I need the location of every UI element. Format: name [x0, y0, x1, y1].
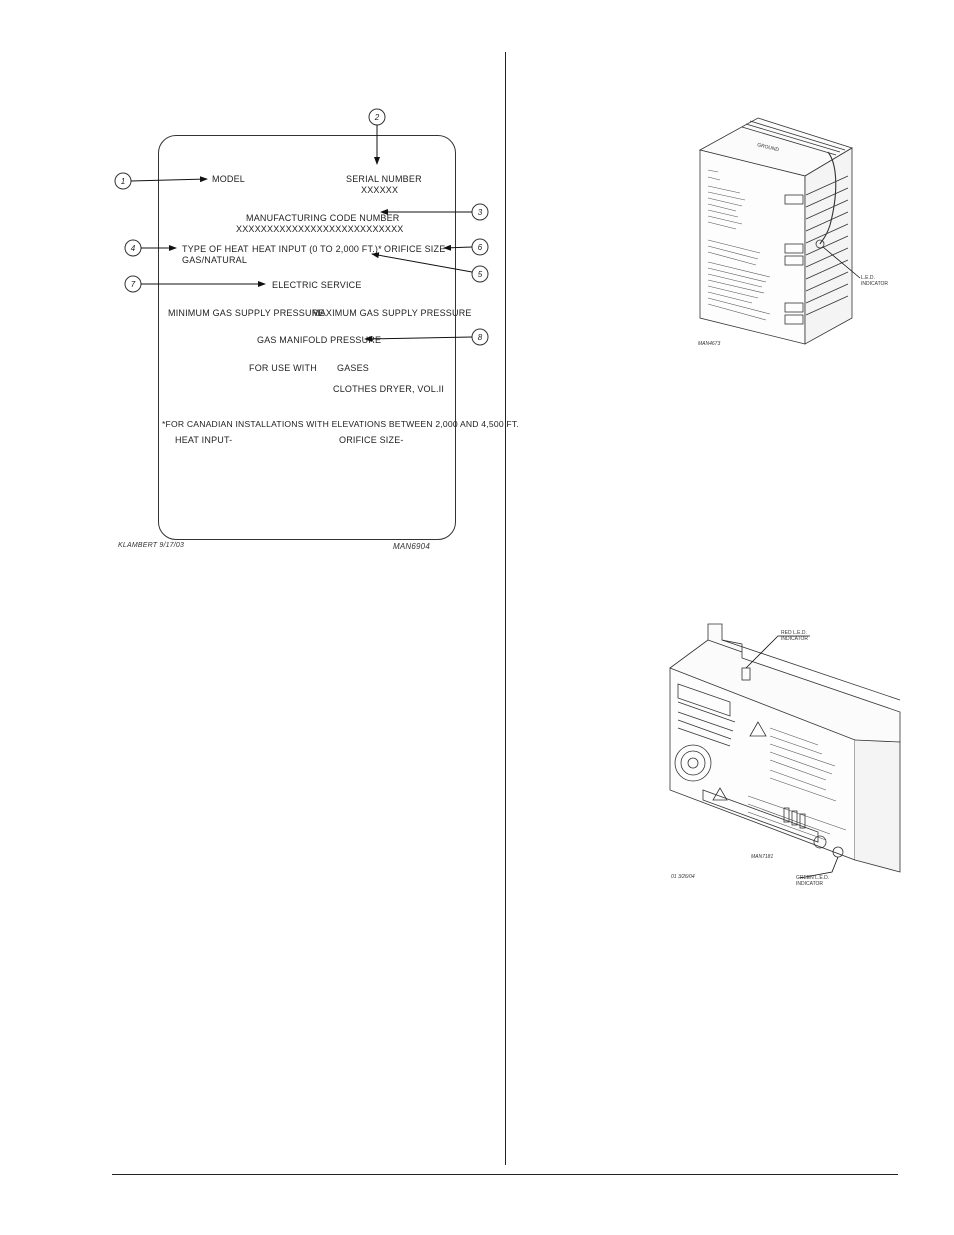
gases-label: GASES [337, 363, 370, 373]
callout-3: 3 [380, 203, 489, 221]
led-label-line1: L.E.D. [861, 275, 875, 281]
heat-type-value: GAS/NATURAL [182, 255, 248, 265]
callout-5-number: 5 [478, 270, 483, 279]
callout-4: 4 [124, 239, 177, 257]
callout-8-number: 8 [478, 333, 483, 342]
callout-6-number: 6 [478, 243, 483, 252]
callout-7-number: 7 [131, 280, 136, 289]
nameplate-drawing-id: MAN6904 [393, 542, 430, 551]
footer-rule [112, 1174, 898, 1175]
orifice-size-label: ORIFICE SIZE [384, 244, 446, 254]
callout-5: 5 [371, 252, 489, 283]
manifold-pressure-label: GAS MANIFOLD PRESSURE [257, 335, 382, 345]
dryer-label: CLOTHES DRYER, VOL.II [333, 384, 445, 394]
mfg-code-label: MANUFACTURING CODE NUMBER [246, 213, 400, 223]
heat-input-canada-label: HEAT INPUT- [175, 435, 233, 445]
orifice-size-canada-label: ORIFICE SIZE- [339, 435, 404, 445]
serial-number-label: SERIAL NUMBER [346, 174, 422, 184]
callout-7: 7 [124, 275, 266, 293]
serial-number-value: XXXXXX [361, 185, 399, 195]
top-figure-drawing-id: MAN4673 [698, 341, 720, 347]
ignition-module-drawing [698, 117, 861, 345]
ground-label: GROUND [757, 142, 780, 153]
model-label: MODEL [212, 174, 246, 184]
min-gas-pressure-label: MINIMUM GAS SUPPLY PRESSURE [168, 308, 325, 318]
column-divider [505, 52, 506, 1165]
red-led-label-line1: RED L.E.D. [781, 630, 807, 636]
dsi-control-drawing [669, 623, 901, 879]
led-label-line2: INDICATOR [861, 281, 888, 287]
bottom-figure-drawing-id: MAN7181 [751, 854, 773, 860]
canadian-note: *FOR CANADIAN INSTALLATIONS WITH ELEVATI… [162, 419, 519, 429]
callout-2: 2 [368, 108, 386, 165]
callout-8: 8 [364, 328, 489, 346]
green-led-label-line1: GREEN L.E.D. [796, 875, 829, 881]
callout-3-number: 3 [478, 208, 483, 217]
callout-1: 1 [114, 172, 208, 190]
callout-2-number: 2 [374, 113, 380, 122]
heat-type-label: TYPE OF HEAT [182, 244, 249, 254]
author-note: KLAMBERT 9/17/03 [118, 542, 185, 549]
green-led-label-line2: INDICATOR [796, 881, 823, 887]
electric-service-label: ELECTRIC SERVICE [272, 280, 362, 290]
mfg-code-value: XXXXXXXXXXXXXXXXXXXXXXXXXXX [236, 224, 404, 234]
for-use-with-label: FOR USE WITH [249, 363, 317, 373]
callout-4-number: 4 [131, 244, 136, 253]
bottom-figure-date: 01 3/26/04 [671, 874, 695, 880]
callout-1-number: 1 [121, 177, 125, 186]
red-led-label-line2: INDICATOR [781, 636, 808, 642]
max-gas-pressure-label: MAXIMUM GAS SUPPLY PRESSURE [312, 308, 472, 318]
heat-input-label: HEAT INPUT (0 TO 2,000 FT.)* [252, 244, 382, 254]
callout-6: 6 [443, 238, 489, 256]
